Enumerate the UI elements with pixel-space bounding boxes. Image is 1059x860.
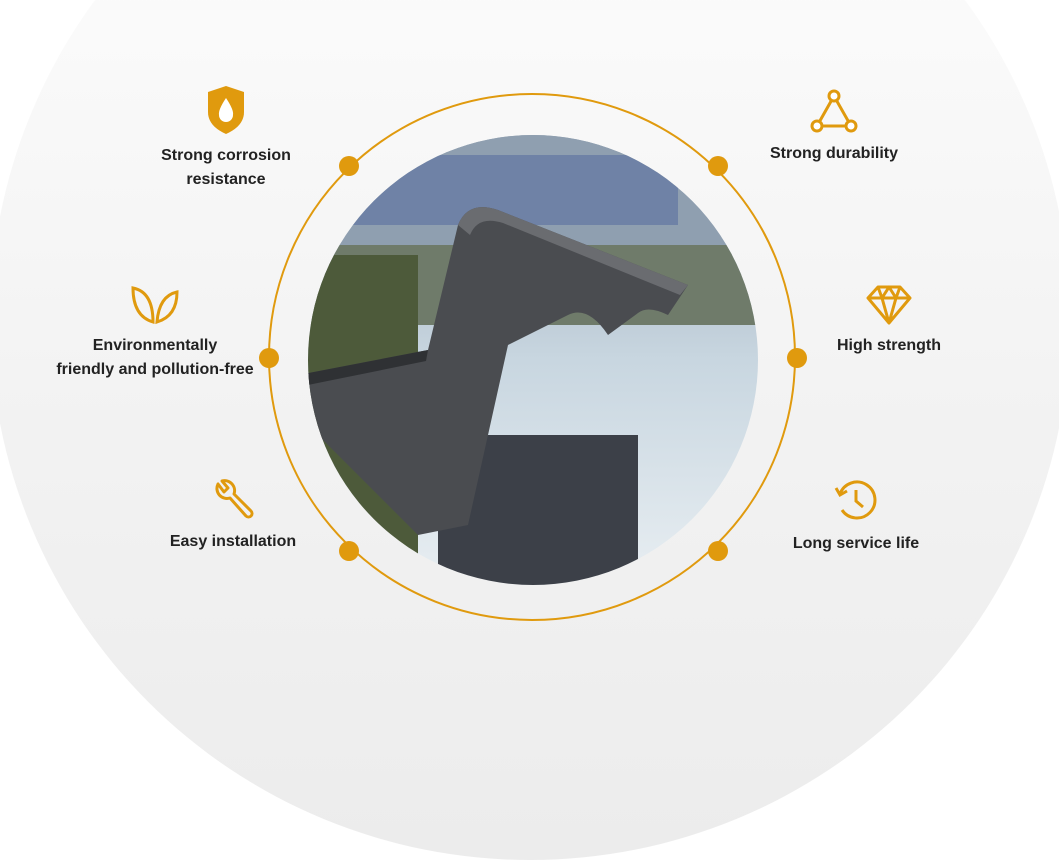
feature-strong-durability: Strong durability [734, 88, 934, 166]
feature-easy-installation: Easy installation [133, 478, 333, 554]
clock-history-icon [834, 480, 877, 520]
feature-corrosion-resistance: Strong corrosion resistance [126, 84, 326, 192]
feature-high-strength: High strength [789, 284, 989, 358]
feature-environmentally-friendly: Environmentally friendly and pollution-f… [35, 282, 275, 382]
ring-dot [339, 541, 359, 561]
ring-dot [787, 348, 807, 368]
leaves-icon [131, 286, 179, 325]
diamond-icon [866, 285, 912, 325]
ring-dot [259, 348, 279, 368]
ring-dot [339, 156, 359, 176]
ring-dot [708, 156, 728, 176]
product-photo [308, 135, 758, 585]
wrench-icon [215, 479, 254, 519]
feature-long-service-life: Long service life [756, 476, 956, 556]
ring-dot [708, 541, 728, 561]
shield-drop-icon [208, 86, 244, 134]
triangle-nodes-icon [810, 89, 858, 133]
